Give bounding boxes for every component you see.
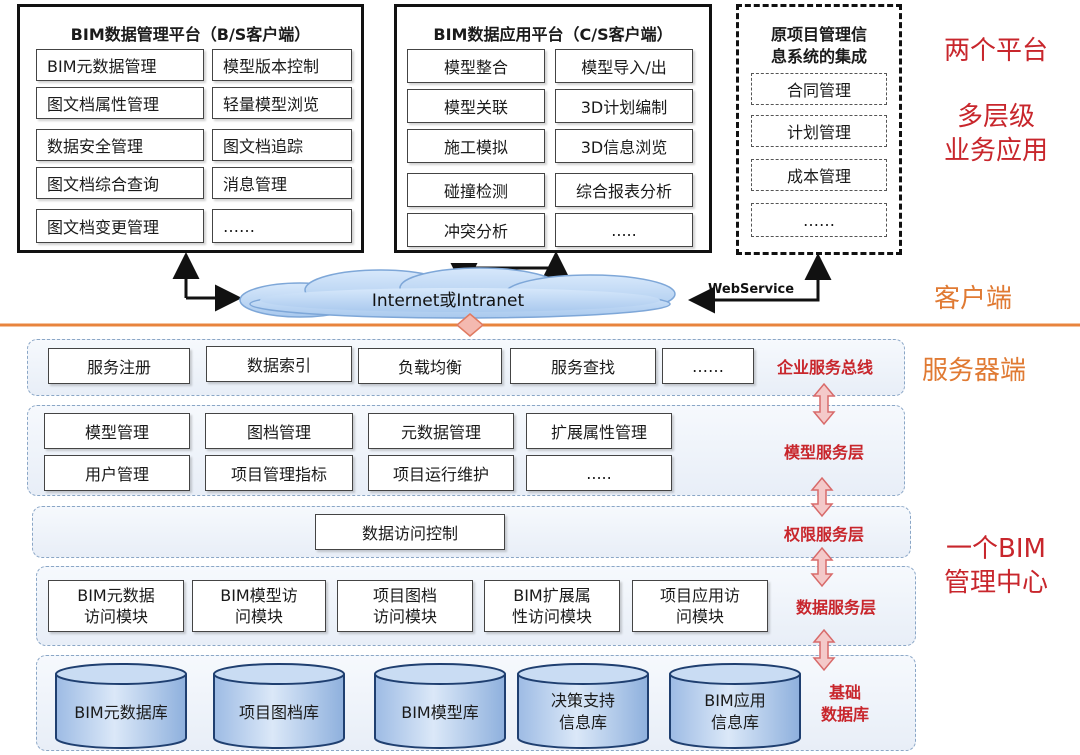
model-layer-label: 模型服务层 [783,443,864,462]
cs-platform-title: BIM数据应用平台（C/S客户端） [433,25,673,44]
model-item-0: 模型管理 [44,413,190,449]
bs-item-7: 消息管理 [212,167,352,199]
bs-item-2: 图文档属性管理 [36,87,204,119]
bus-item-2: 负载均衡 [358,348,502,384]
database-label-4: BIM应用信息库 [704,691,766,732]
network-cloud [239,267,676,319]
cs-item-9: ..... [555,213,693,247]
bus-item-0: 服务注册 [48,348,190,384]
data-item-4: 项目应用访问模块 [632,580,768,632]
network-layer-graphics: Internet或Intranet WebService [0,251,1080,337]
cs-item-2: 模型关联 [407,89,545,123]
bs-item-3: 轻量模型浏览 [212,87,352,119]
model-item-5: 项目管理指标 [205,455,353,491]
data-item-2: 项目图档访问模块 [337,580,473,632]
bs-platform-panel: BIM数据管理平台（B/S客户端） BIM元数据管理 模型版本控制 图文档属性管… [17,4,364,253]
cs-item-3: 3D计划编制 [555,89,693,123]
cs-item-0: 模型整合 [407,49,545,83]
legacy-title-line1: 原项目管理信 [770,25,867,44]
cs-item-8: 冲突分析 [407,213,545,247]
data-layer-label: 数据服务层 [795,598,876,617]
webservice-label: WebService [708,282,794,297]
database-label-1: 项目图档库 [238,703,319,722]
data-item-3: BIM扩展属性访问模块 [484,580,620,632]
model-item-6: 项目运行维护 [368,455,514,491]
bus-item-3: 服务查找 [510,348,656,384]
label-client-side: 客户端 [934,284,1013,314]
legacy-item-0: 合同管理 [751,73,887,105]
bs-item-0: BIM元数据管理 [36,49,204,81]
bs-platform-title: BIM数据管理平台（B/S客户端） [70,25,311,44]
model-item-7: ..... [526,455,672,491]
model-item-4: 用户管理 [44,455,190,491]
database-label-2: BIM模型库 [401,703,479,722]
bs-item-9: …… [212,209,352,243]
bus-item-4: …… [662,348,754,384]
legacy-item-3: …… [751,203,887,237]
label-server-side: 服务器端 [922,356,1027,386]
database-label-0: BIM元数据库 [74,703,168,722]
cs-item-6: 碰撞检测 [407,173,545,207]
bs-item-4: 数据安全管理 [36,129,204,161]
label-one-bim-1: 一个BIM [946,534,1046,564]
model-item-2: 元数据管理 [368,413,514,449]
model-item-3: 扩展属性管理 [526,413,672,449]
cs-item-4: 施工模拟 [407,129,545,163]
label-multi-level-2: 业务应用 [943,136,1048,166]
cs-platform-panel: BIM数据应用平台（C/S客户端） 模型整合 模型导入/出 模型关联 3D计划编… [394,4,712,253]
cloud-label: Internet或Intranet [372,291,525,311]
database-layer-label: 基础数据库 [820,683,869,724]
model-item-1: 图档管理 [205,413,353,449]
database-label-3: 决策支持信息库 [550,691,615,732]
permission-layer-label: 权限服务层 [783,525,864,544]
cs-item-5: 3D信息浏览 [555,129,693,163]
service-bus-label: 企业服务总线 [776,358,873,377]
label-multi-level-1: 多层级 [956,102,1035,132]
bs-item-6: 图文档综合查询 [36,167,204,199]
bs-item-1: 模型版本控制 [212,49,352,81]
label-two-platforms: 两个平台 [943,36,1048,66]
permission-item-0: 数据访问控制 [315,514,505,550]
legacy-item-1: 计划管理 [751,115,887,147]
data-item-0: BIM元数据访问模块 [48,580,184,632]
legacy-integration-panel: 原项目管理信 息系统的集成 合同管理 计划管理 成本管理 …… [736,4,902,255]
cs-item-1: 模型导入/出 [555,49,693,83]
bs-item-8: 图文档变更管理 [36,209,204,243]
legacy-title-line2: 息系统的集成 [770,47,867,66]
label-one-bim-2: 管理中心 [943,568,1048,598]
bus-item-1: 数据索引 [206,346,352,382]
legacy-item-2: 成本管理 [751,159,887,191]
divider-diamond [455,313,485,337]
bs-item-5: 图文档追踪 [212,129,352,161]
cs-item-7: 综合报表分析 [555,173,693,207]
data-item-1: BIM模型访问模块 [192,580,326,632]
